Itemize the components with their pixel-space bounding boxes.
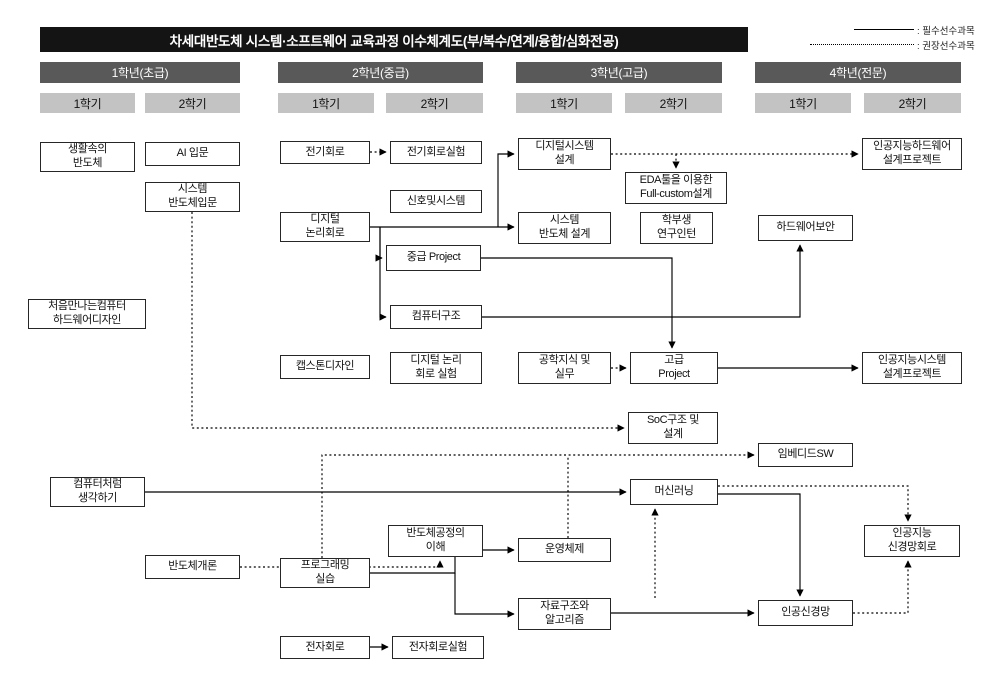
year-header-2: 2학년(중급): [278, 62, 483, 83]
legend-recommended-label: : 권장선수과목: [917, 40, 975, 52]
semester-header-5: 1학기: [516, 93, 612, 113]
edge-machine-learning--artificial-neural-networks: [718, 493, 804, 597]
semester-header-3: 1학기: [278, 93, 374, 113]
course-node-think-like-computer: 컴퓨터처럼 생각하기: [50, 477, 145, 507]
semester-header-8: 2학기: [864, 93, 961, 113]
edge-programming-practice--data-structures: [454, 573, 515, 618]
course-node-ai-hw-design-project: 인공지능하드웨어 설계프로젝트: [862, 138, 962, 170]
course-node-digital-system-design: 디지털시스템 설계: [518, 138, 611, 170]
course-node-electronic-circuits: 전자회로: [280, 636, 370, 659]
year-header-4: 4학년(전문): [755, 62, 961, 83]
course-node-engineering-practice: 공학지식 및 실무: [518, 352, 611, 384]
page-title: 차세대반도체 시스템·소프트웨어 교육과정 이수체계도(부/복수/연계/융합/심…: [40, 27, 748, 52]
dotted-line-sample: [810, 44, 914, 45]
edge-machine-learning--ai-nn-circuits: [718, 485, 912, 522]
course-node-computer-architecture: 컴퓨터구조: [390, 305, 482, 329]
course-node-electronic-circuits-lab: 전자회로실험: [392, 636, 484, 659]
course-node-embedded-sw: 임베디드SW: [758, 443, 853, 467]
course-node-semiconductor-process: 반도체공정의 이해: [388, 525, 483, 557]
course-node-life-semiconductor: 생활속의 반도체: [40, 142, 135, 172]
course-node-operating-systems: 운영체제: [518, 538, 611, 562]
course-node-programming-practice: 프로그래밍 실습: [280, 558, 370, 588]
course-node-digital-logic-lab: 디지털 논리 회로 실험: [390, 352, 482, 384]
course-node-hardware-security: 하드웨어보안: [758, 215, 853, 241]
edge-computer-architecture--hardware-security: [482, 244, 804, 318]
course-node-data-structures: 자료구조와 알고리즘: [518, 598, 611, 630]
course-node-digital-logic: 디지털 논리회로: [280, 212, 370, 242]
legend-recommended-row: : 권장선수과목: [810, 37, 989, 52]
semester-header-7: 1학기: [755, 93, 851, 113]
course-node-ai-system-design-project: 인공지능시스템 설계프로젝트: [862, 352, 962, 384]
course-node-electric-circuits: 전기회로: [280, 141, 370, 164]
course-node-ai-intro: AI 입문: [145, 142, 240, 166]
year-header-1: 1학년(초급): [40, 62, 240, 83]
semester-header-6: 2학기: [625, 93, 722, 113]
year-header-3: 3학년(고급): [516, 62, 722, 83]
course-node-electric-circuits-lab: 전기회로실험: [390, 141, 482, 164]
course-node-system-semi-design: 시스템 반도체 설계: [518, 212, 611, 244]
edge-intermediate-project--advanced-project: [481, 257, 676, 349]
legend: : 필수선수과목 : 권장선수과목: [810, 22, 989, 52]
solid-line-sample: [854, 29, 914, 30]
course-node-machine-learning: 머신러닝: [630, 479, 718, 505]
legend-required-row: : 필수선수과목: [810, 22, 989, 37]
course-node-soc-design: SoC구조 및 설계: [628, 412, 718, 444]
semester-header-4: 2학기: [386, 93, 483, 113]
course-node-advanced-project: 고급 Project: [630, 352, 718, 384]
course-node-signals-systems: 신호및시스템: [390, 190, 482, 213]
course-node-system-semi-intro: 시스템 반도체입문: [145, 182, 240, 212]
semester-header-1: 1학기: [40, 93, 135, 113]
course-node-first-computer-hw-design: 처음만나는컴퓨터 하드웨어디자인: [28, 299, 146, 329]
course-node-artificial-neural-networks: 인공신경망: [758, 600, 853, 626]
course-node-eda-fullcustom: EDA툴을 이용한 Full-custom설계: [625, 172, 727, 204]
course-node-capstone-design: 캡스톤디자인: [280, 355, 370, 379]
course-node-semiconductor-basics: 반도체개론: [145, 555, 240, 579]
edge-artificial-neural-networks--ai-nn-circuits: [853, 560, 912, 614]
edge-digital-logic--digital-system-design: [497, 150, 515, 227]
semester-header-2: 2학기: [145, 93, 240, 113]
edge-digital-logic--intermediate-project: [375, 227, 383, 262]
course-node-intermediate-project: 중급 Project: [386, 245, 481, 271]
legend-required-label: : 필수선수과목: [917, 25, 975, 37]
course-node-ai-nn-circuits: 인공지능 신경망회로: [864, 525, 960, 557]
edge-digital-logic--computer-architecture: [379, 227, 387, 321]
course-node-undergrad-research: 학부생 연구인턴: [640, 212, 713, 244]
